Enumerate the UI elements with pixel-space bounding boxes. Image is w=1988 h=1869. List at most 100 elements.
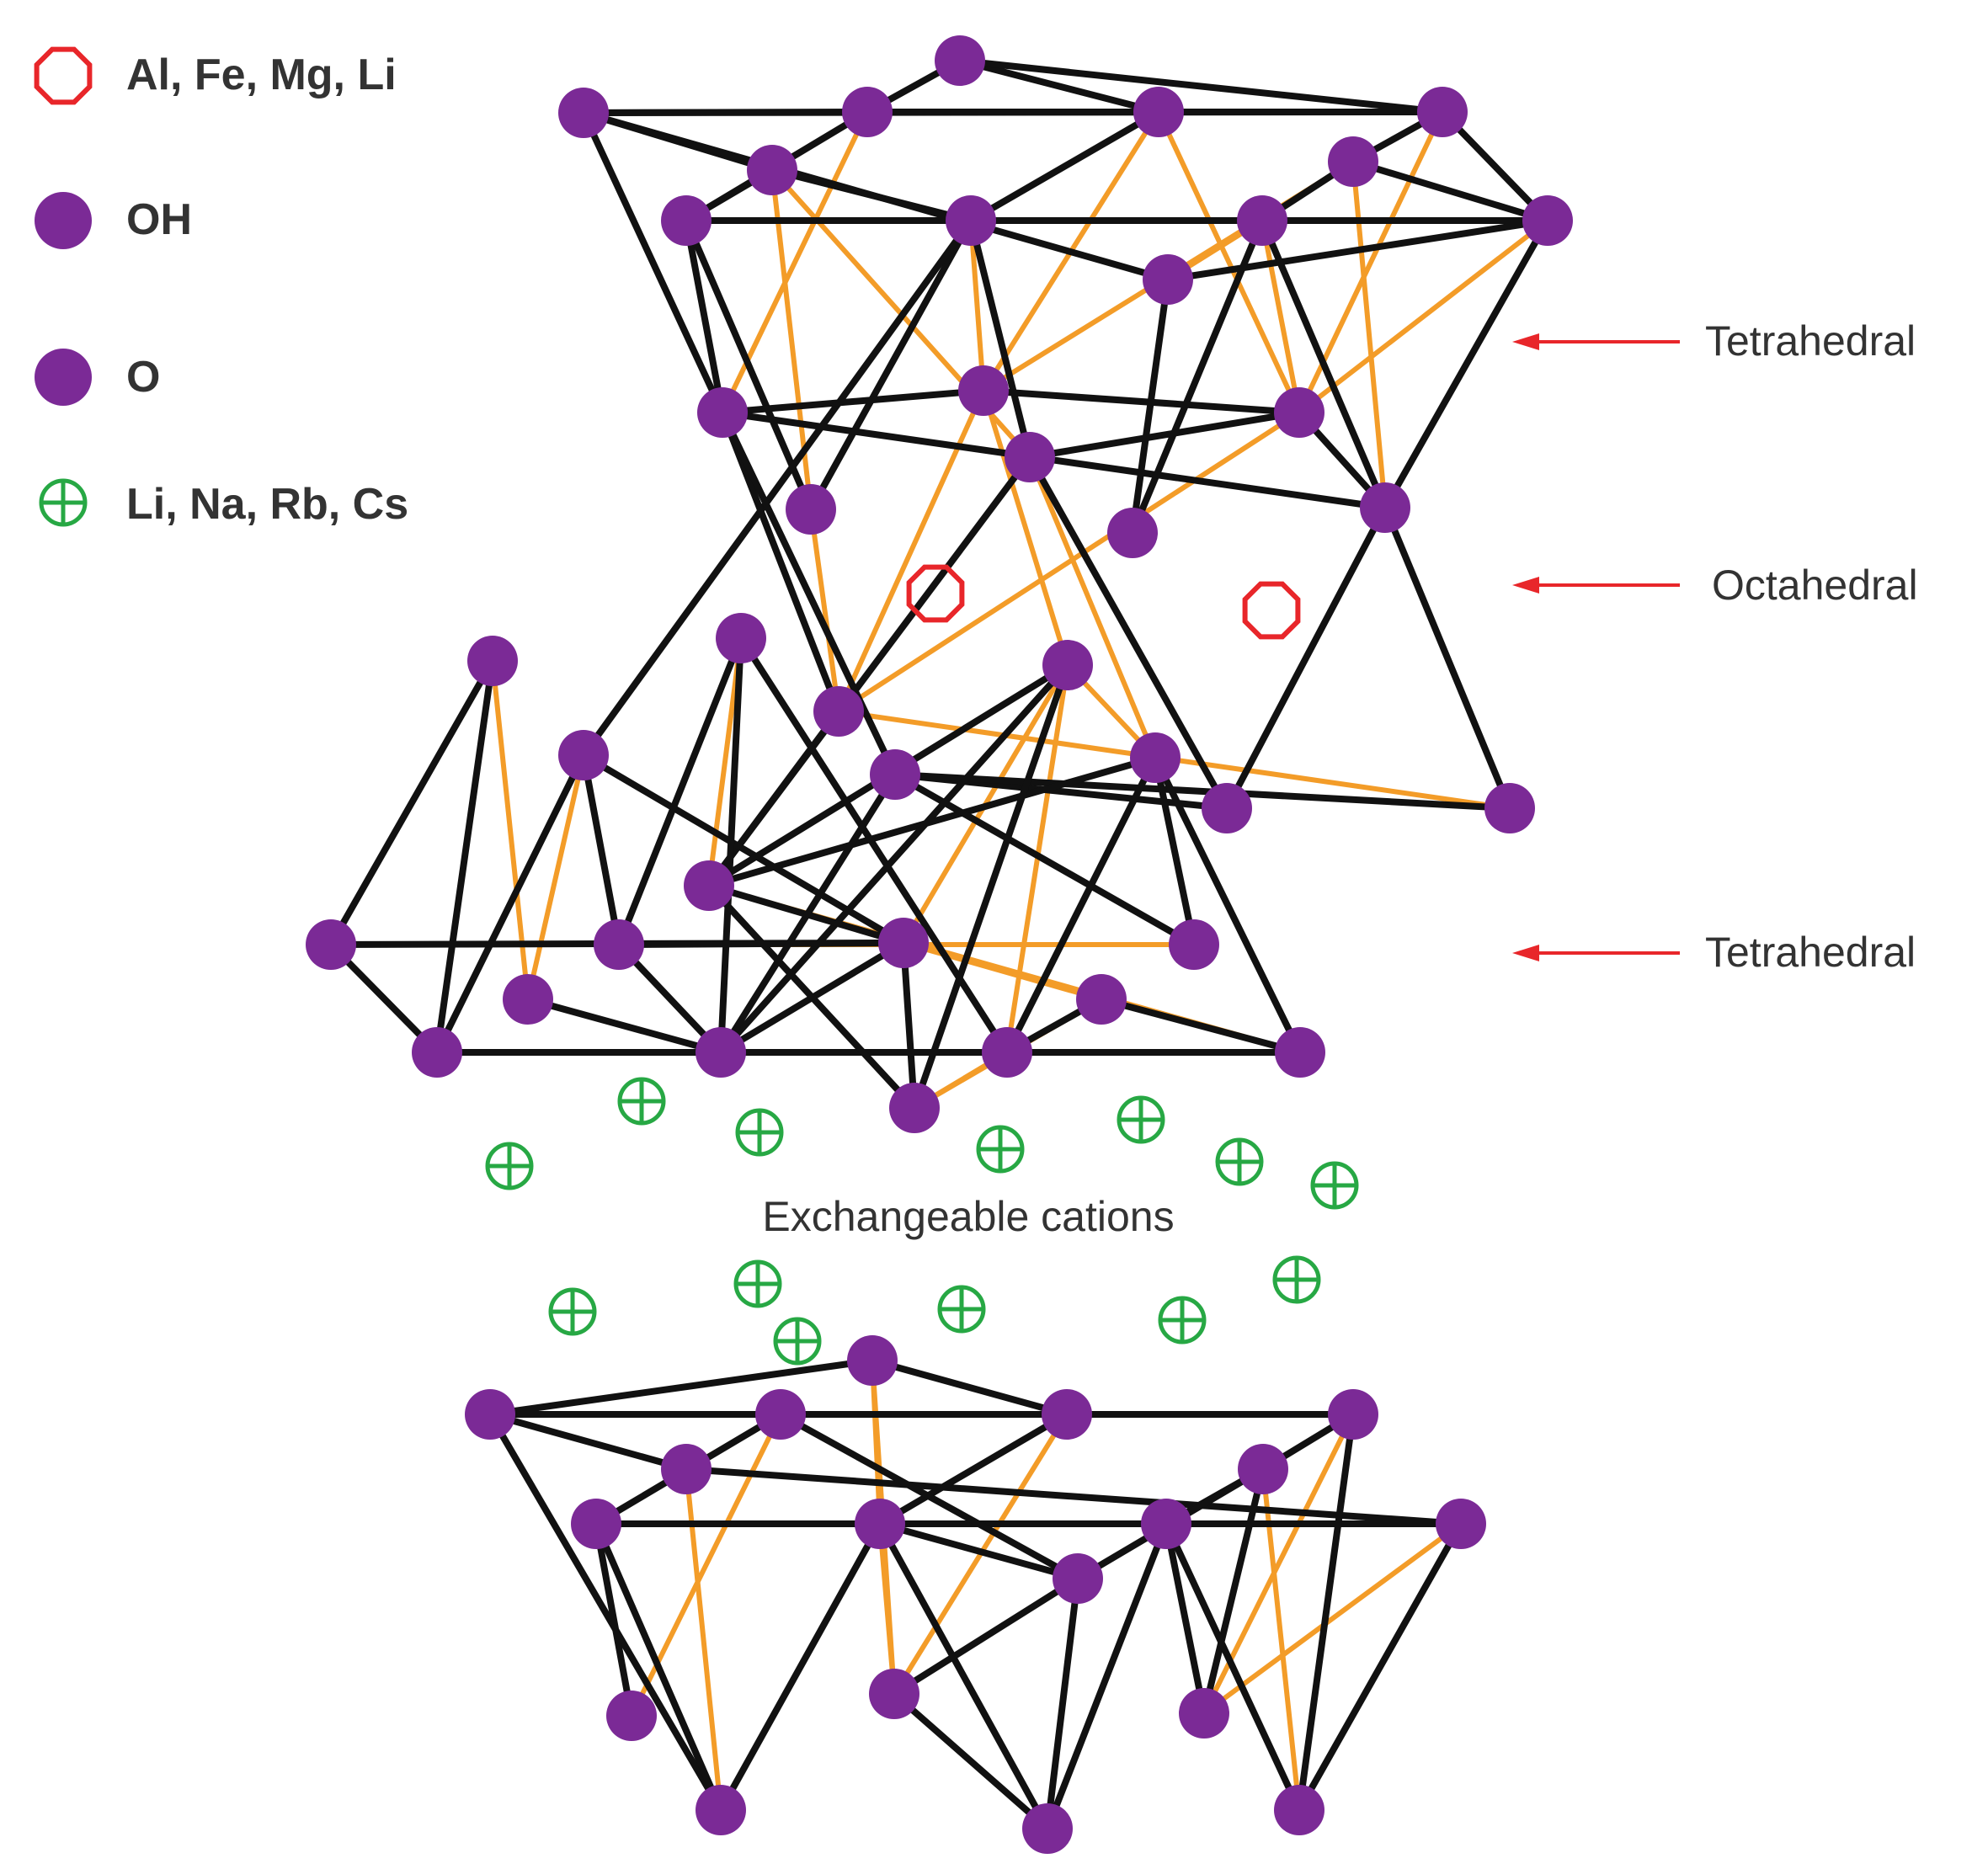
oxygen-atom [946, 195, 996, 246]
oxygen-atom [1042, 640, 1093, 690]
oxygen-atom [558, 88, 609, 138]
octahedral-cation [1242, 581, 1301, 640]
oxygen-atom [755, 1389, 806, 1440]
black-bond [1165, 217, 1551, 283]
oxygen-atom [684, 860, 734, 911]
oxygen-atom [1436, 1499, 1486, 1549]
oxygen-atom [1076, 974, 1127, 1025]
black-bond [706, 882, 918, 1111]
black-bond [777, 1411, 1081, 1582]
black-bond [738, 635, 1010, 1056]
oxygen-atom [842, 87, 893, 137]
oxygen-atom [1022, 1803, 1073, 1854]
black-bond [1004, 754, 1159, 1056]
oxygen-atom [855, 1499, 905, 1549]
octahedral-cation [906, 564, 965, 623]
black-bond [877, 1520, 1051, 1832]
black-bond [1201, 1466, 1266, 1717]
oxygen-atom [813, 686, 864, 737]
oxygen-atom [935, 35, 985, 86]
black-bond [807, 217, 974, 513]
black-bond [1296, 1520, 1464, 1813]
black-bond [869, 1357, 1070, 1418]
black-bond [1259, 217, 1388, 511]
legend-label-hydroxyl: OH [126, 195, 192, 244]
oxygen-atom [1328, 136, 1378, 187]
black-bond [967, 109, 1162, 224]
black-bond [683, 217, 726, 416]
black-bond [719, 409, 842, 715]
oxygen-atom [465, 1389, 515, 1440]
oxygen-atom [1133, 87, 1184, 137]
black-bond [434, 752, 587, 1056]
oxygen-atom [1238, 1444, 1288, 1494]
oxygen-atom [982, 1027, 1032, 1078]
orange-bond [1297, 218, 1550, 415]
layer-labels: Tetrahedral Octahedral Tetrahedral [1512, 317, 1918, 976]
bottom-tetrahedral-arrow [1512, 945, 1680, 961]
black-bond [616, 635, 744, 948]
black-bond [580, 217, 974, 759]
bottom-tetrahedral-label: Tetrahedral [1705, 929, 1916, 976]
octahedral-cation-group [906, 564, 1301, 640]
oxygen-atom [661, 195, 712, 246]
oxygen-atom [1484, 783, 1535, 833]
atom-group [306, 35, 1573, 1854]
oxygen-atom [1143, 254, 1193, 305]
black-bond [487, 1411, 724, 1813]
oxygen-atom [878, 918, 929, 968]
black-bond [1129, 276, 1171, 536]
oxygen-atom [412, 1027, 462, 1078]
black-bond [877, 1411, 1070, 1527]
black-bond [717, 1520, 883, 1813]
oxygen-atom [847, 1335, 898, 1386]
black-bond [616, 940, 907, 948]
black-bond [911, 662, 1071, 1111]
black-bond [1152, 754, 1197, 948]
oxygen-atom [870, 749, 920, 800]
exchangeable-cation [485, 1142, 534, 1190]
orange-bond [901, 940, 1104, 1002]
black-bond [1163, 1520, 1303, 1813]
octahedral-cation-legend-icon [34, 46, 93, 105]
oxygen-legend-icon [35, 349, 92, 406]
oxygen-atom [1328, 1389, 1378, 1440]
black-bond [1223, 504, 1388, 812]
black-bond [593, 1520, 724, 1813]
exchangeable-cation [617, 1077, 666, 1126]
exchangeable-cation [1158, 1296, 1207, 1345]
black-bond [1296, 1411, 1356, 1813]
octahedral-cation-icon [34, 46, 93, 105]
black-bond [900, 940, 918, 1111]
black-bond [1098, 996, 1303, 1056]
exchangeable-cation [735, 1108, 784, 1157]
black-bond [957, 57, 1162, 115]
black-bond [683, 217, 814, 513]
hydroxyl-legend-icon [35, 192, 92, 249]
orange-bond [525, 753, 586, 1002]
orange-bond [968, 218, 986, 393]
black-bond [891, 1691, 1051, 1832]
black-bond [877, 1520, 1081, 1582]
oxygen-atom [661, 1444, 712, 1494]
oxygen-atom [1360, 482, 1410, 533]
oxygen-atom [594, 919, 644, 970]
oxygen-atom [1522, 195, 1573, 246]
oxygen-atom [1141, 1499, 1191, 1549]
legend-label-oxygen: O [126, 353, 160, 402]
octahedral-arrow [1512, 577, 1680, 594]
black-bond [434, 658, 496, 1056]
black-bond [719, 409, 898, 778]
oxygen-atom [1179, 1688, 1229, 1739]
black-bond [593, 1520, 635, 1719]
oxygen-atom [1053, 1553, 1103, 1604]
oxygen-atom [1275, 1027, 1325, 1078]
orange-bond [981, 388, 1070, 668]
black-bond [967, 217, 1033, 461]
black-bond [1152, 754, 1303, 1056]
oxygen-atom [1130, 732, 1181, 783]
oxygen-atom [606, 1691, 657, 1741]
orange-bond [1260, 218, 1302, 415]
exchangeable-cation [976, 1125, 1025, 1174]
